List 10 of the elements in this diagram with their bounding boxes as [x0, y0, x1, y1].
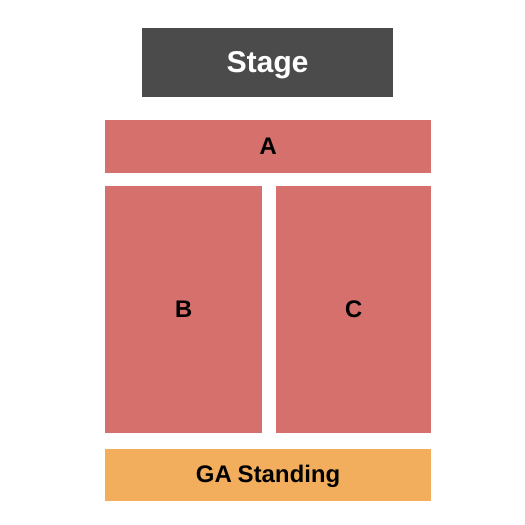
section-label: GA Standing — [196, 463, 340, 487]
seating-section — [276, 186, 431, 433]
seating-section — [105, 186, 262, 433]
section-label: C — [344, 298, 362, 322]
section-label: B — [174, 298, 192, 322]
seating-section — [105, 120, 431, 173]
stage-block — [142, 28, 393, 97]
section-label: Stage — [226, 48, 308, 78]
standing-area — [105, 449, 431, 501]
section-label: A — [259, 134, 277, 158]
